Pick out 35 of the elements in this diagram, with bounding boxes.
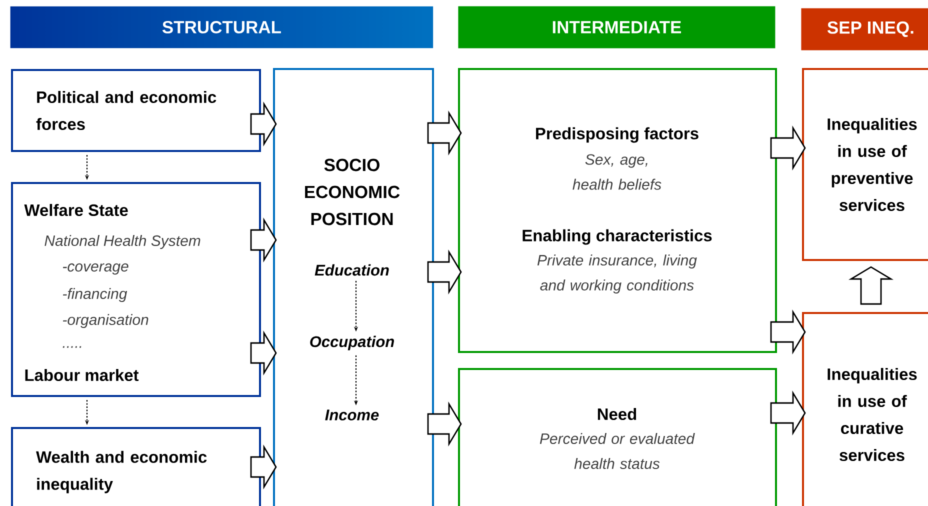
box-heading: Enabling characteristics xyxy=(522,229,712,245)
block-arrow xyxy=(427,401,462,447)
block-arrow xyxy=(250,330,277,376)
box-heading: Need xyxy=(598,408,636,420)
block-arrow xyxy=(250,217,277,263)
box-text: Sex, age, health beliefs xyxy=(572,154,662,190)
factor-box: Wealth and economic inequality xyxy=(11,427,261,506)
box-heading: Predisposing factors xyxy=(536,127,698,143)
box-text: National Health System xyxy=(44,235,200,249)
factor-box: Political and economic forces xyxy=(11,69,261,152)
position-label: Occupation xyxy=(310,336,394,350)
block-arrow xyxy=(770,309,806,355)
box-text: Private insurance, living and working conditions xyxy=(537,254,697,294)
box-text: -financing xyxy=(62,288,128,302)
block-arrow xyxy=(770,125,806,171)
box-text: -coverage xyxy=(62,263,128,275)
block-arrow xyxy=(848,266,894,305)
box-heading: Welfare State xyxy=(24,204,128,216)
box-text: ..... xyxy=(62,346,82,348)
box-text: -organisation xyxy=(62,314,148,328)
box-heading: SOCIO ECONOMIC POSITION xyxy=(305,158,400,226)
block-arrow xyxy=(250,101,277,147)
block-arrow xyxy=(427,110,462,156)
block-arrow xyxy=(427,249,462,295)
box-text: Perceived or evaluated health status xyxy=(540,433,695,469)
block-arrow xyxy=(250,444,277,490)
column-header: INTERMEDIATE xyxy=(458,6,776,48)
factor-box: Inequalities in use of preventive services xyxy=(802,68,928,261)
factor-box: Inequalities in use of curative services xyxy=(802,312,928,506)
column-header: STRUCTURAL xyxy=(162,21,281,34)
column-header: SEP INEQ. xyxy=(801,8,928,50)
position-label: Income xyxy=(325,410,379,420)
block-arrow xyxy=(770,390,806,436)
box-heading: Labour market xyxy=(25,368,139,382)
position-label: Education xyxy=(314,264,389,276)
